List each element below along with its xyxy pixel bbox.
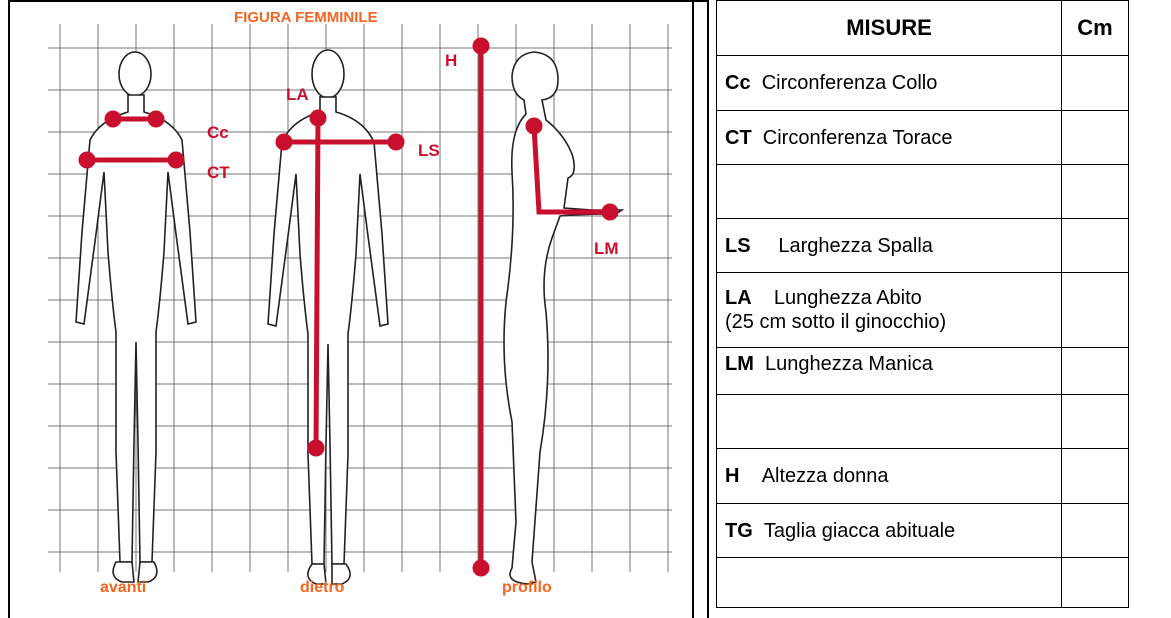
- measure-label: Altezza donna: [762, 465, 889, 487]
- measure-cell: [717, 165, 1062, 219]
- view-label-back: dietro: [300, 579, 345, 596]
- back-figure: [268, 50, 388, 584]
- measure-code: H: [725, 464, 739, 488]
- measure-code: LM: [725, 352, 754, 376]
- measures-table: MISURE Cm Cc Circonferenza Collo CT Circ…: [716, 0, 1129, 608]
- cm-value-cell[interactable]: [1062, 395, 1129, 449]
- measure-cell: TG Taglia giacca abituale: [717, 504, 1062, 558]
- cm-value-cell[interactable]: [1062, 219, 1129, 273]
- measure-note: (25 cm sotto il ginocchio): [725, 310, 1053, 334]
- measure-cell: LM Lunghezza Manica: [717, 348, 1062, 395]
- table-row: Cc Circonferenza Collo: [717, 56, 1129, 111]
- measure-label: Taglia giacca abituale: [764, 520, 955, 542]
- figure-title: FIGURA FEMMINILE: [234, 9, 378, 26]
- table-row: LS Larghezza Spalla: [717, 219, 1129, 273]
- frame-divider-line-2: [707, 0, 709, 618]
- cm-value-cell[interactable]: [1062, 56, 1129, 111]
- cm-value-cell[interactable]: [1062, 449, 1129, 504]
- cm-value-cell[interactable]: [1062, 111, 1129, 165]
- measure-cell: [717, 558, 1062, 608]
- tag-lm: LM: [594, 239, 619, 258]
- measure-label: Larghezza Spalla: [778, 235, 933, 257]
- body-measurement-illustration: FIGURA FEMMINILE Cc CT LA LS H LM avanti…: [12, 2, 690, 616]
- measure-cell: [717, 395, 1062, 449]
- tag-la: LA: [286, 85, 309, 104]
- measure-cell: LS Larghezza Spalla: [717, 219, 1062, 273]
- tag-h: H: [445, 51, 457, 70]
- frame-left-line: [8, 0, 10, 618]
- measure-cell: H Altezza donna: [717, 449, 1062, 504]
- view-label-front: avanti: [100, 579, 146, 596]
- table-row: TG Taglia giacca abituale: [717, 504, 1129, 558]
- tag-ct: CT: [207, 163, 230, 182]
- table-row: LM Lunghezza Manica: [717, 348, 1129, 395]
- cm-value-cell[interactable]: [1062, 273, 1129, 348]
- measure-cell: LA Lunghezza Abito(25 cm sotto il ginocc…: [717, 273, 1062, 348]
- measure-code: LS: [725, 234, 751, 258]
- table-row: H Altezza donna: [717, 449, 1129, 504]
- measure-label: Lunghezza Manica: [765, 353, 933, 375]
- table-header-row: MISURE Cm: [717, 1, 1129, 56]
- tag-ls: LS: [418, 141, 440, 160]
- table-row: [717, 395, 1129, 449]
- cm-value-cell[interactable]: [1062, 165, 1129, 219]
- cm-value-cell[interactable]: [1062, 504, 1129, 558]
- cm-value-cell[interactable]: [1062, 558, 1129, 608]
- measure-code: Cc: [725, 71, 751, 95]
- measure-label: Circonferenza Torace: [763, 127, 953, 149]
- measure-code: TG: [725, 519, 753, 543]
- view-label-side: profilo: [502, 579, 552, 596]
- measure-cell: Cc Circonferenza Collo: [717, 56, 1062, 111]
- table-row: CT Circonferenza Torace: [717, 111, 1129, 165]
- figure-panel: FIGURA FEMMINILE Cc CT LA LS H LM avanti…: [12, 2, 690, 616]
- cm-value-cell[interactable]: [1062, 348, 1129, 395]
- frame-divider-line: [692, 0, 694, 618]
- table-row: LA Lunghezza Abito(25 cm sotto il ginocc…: [717, 273, 1129, 348]
- header-cm: Cm: [1062, 1, 1129, 56]
- measure-code: LA: [725, 286, 752, 310]
- header-measures: MISURE: [717, 1, 1062, 56]
- measure-label: Circonferenza Collo: [762, 72, 938, 94]
- measure-label: Lunghezza Abito: [774, 287, 922, 309]
- table-row: [717, 165, 1129, 219]
- measure-cell: CT Circonferenza Torace: [717, 111, 1062, 165]
- table-row: [717, 558, 1129, 608]
- tag-cc: Cc: [207, 123, 229, 142]
- measure-code: CT: [725, 126, 752, 150]
